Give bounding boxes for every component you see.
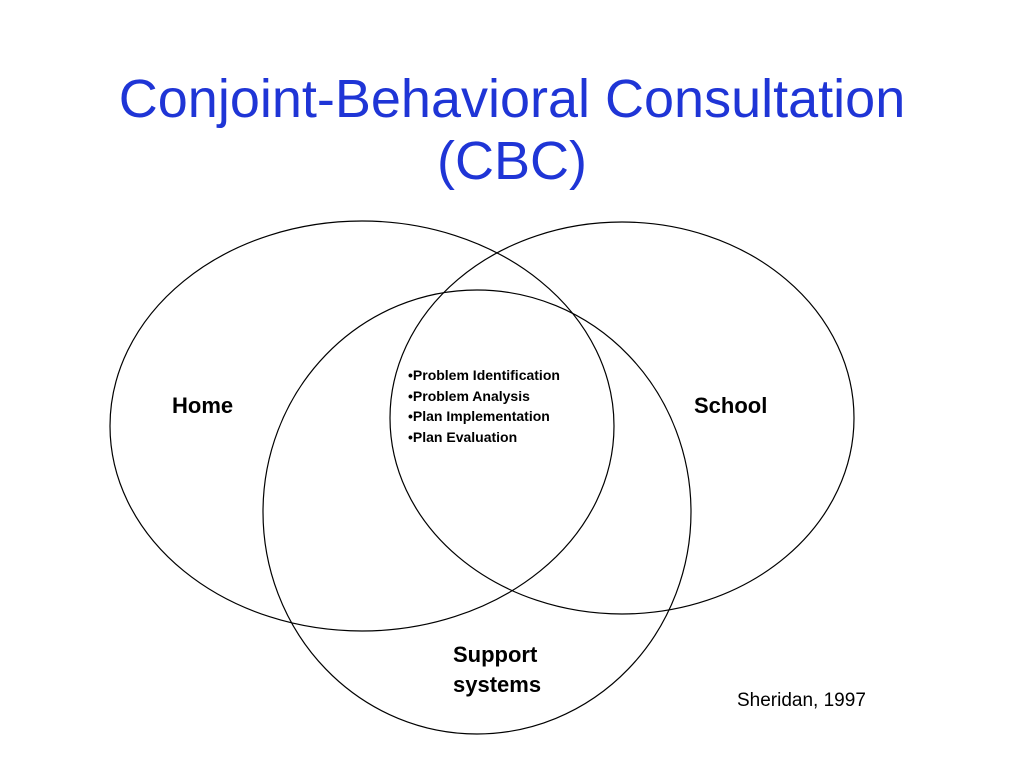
home-label: Home [172,393,234,418]
support-systems-label-line-2: systems [453,672,542,697]
support-systems-label: Support systems [453,640,563,700]
step-item: Problem Analysis [408,386,560,407]
school-circle [389,221,855,615]
home-circle [109,220,615,632]
cbc-steps-list: Problem Identification Problem Analysis … [408,365,560,447]
support-systems-circle [262,289,692,735]
school-label: School [694,393,768,418]
step-item: Plan Evaluation [408,427,560,448]
slide-title: Conjoint-Behavioral Consultation (CBC) [0,68,1024,192]
step-item: Plan Implementation [408,406,560,427]
citation: Sheridan, 1997 [737,690,866,711]
slide-title-line-1: Conjoint-Behavioral Consultation [118,69,906,129]
slide-title-line-2: (CBC) [437,131,587,191]
step-item: Problem Identification [408,365,560,386]
support-systems-label-line-1: Support [453,642,538,667]
